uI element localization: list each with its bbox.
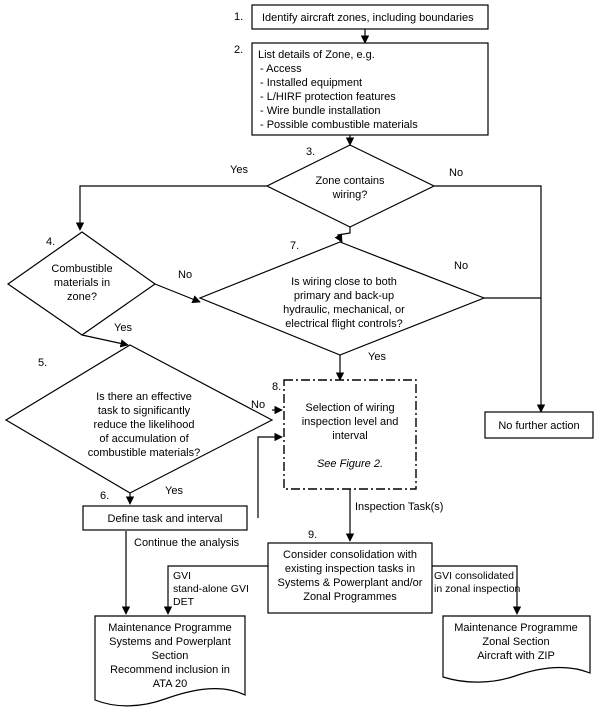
step-2-number: 2. (234, 44, 243, 56)
step-1-number: 1. (234, 11, 243, 23)
label-no-4: No (178, 269, 192, 281)
label-gvi-right: in zonal inspection (434, 583, 521, 595)
step-7-number: 7. (290, 240, 299, 252)
step-9-text: existing inspection tasks in (285, 563, 415, 575)
step-1-text: Identify aircraft zones, including bound… (262, 12, 474, 24)
edge-3-yes (75, 185, 267, 231)
label-yes-7: Yes (368, 351, 386, 363)
step-4-decision (6, 231, 157, 336)
step-9-box (267, 542, 433, 614)
label-continue: Continue the analysis (134, 537, 240, 549)
step-6-number: 6. (100, 490, 109, 502)
step-9-text: Consider consolidation with (283, 549, 417, 561)
step-8-number: 8. (272, 381, 281, 393)
step-3-number: 3. (306, 146, 315, 158)
edge-3-7 (334, 227, 351, 243)
output-left-text: Systems and Powerplant (109, 636, 231, 648)
edge-9-right (432, 565, 522, 615)
step-2-item: - Installed equipment (260, 77, 362, 89)
step-4-text: zone? (67, 291, 97, 303)
step-6-box (82, 505, 248, 531)
output-right-text: Aircraft with ZIP (477, 650, 555, 662)
label-no-7: No (454, 260, 468, 272)
step-8-box (283, 379, 417, 490)
label-gvi-left: stand-alone GVI (173, 583, 249, 595)
step-3-text: wiring? (332, 189, 368, 201)
step-2-item: - Wire bundle installation (260, 105, 380, 117)
output-left-text: ATA 20 (153, 678, 187, 690)
output-left-text: Recommend inclusion in (110, 664, 230, 676)
edge-6-continue (257, 432, 283, 518)
step-4-text: materials in (54, 277, 110, 289)
step-2-item: - L/HIRF protection features (260, 91, 396, 103)
step-2-item: - Access (260, 63, 302, 75)
edge-9-left (163, 565, 268, 615)
no-further-action-box (484, 411, 594, 439)
output-left-text: Maintenance Programme (108, 622, 232, 634)
connectors (75, 29, 546, 615)
step-5-text: Is there an effective (96, 391, 192, 403)
step-7-text: primary and back-up (294, 290, 394, 302)
step-5-text: reduce the likelihood (94, 419, 195, 431)
step-5-decision (4, 344, 274, 494)
step-4-text: Combustible (51, 263, 112, 275)
step-8-figure-ref: See Figure 2. (317, 458, 383, 470)
output-systems-powerplant-document (94, 615, 246, 707)
label-gvi-right: GVI consolidated (434, 570, 514, 582)
edge-4-yes (81, 334, 129, 348)
label-yes-3: Yes (230, 164, 248, 176)
label-yes-4: Yes (114, 322, 132, 334)
step-8-text: inspection level and (302, 416, 399, 428)
step-2-box (251, 42, 489, 136)
step-9-text: Zonal Programmes (303, 591, 397, 603)
step-7-decision (198, 241, 486, 356)
step-3-text: Zone contains (315, 175, 385, 187)
step-5-text: of accumulation of (99, 433, 189, 445)
step-7-text: hydraulic, mechanical, or (283, 304, 405, 316)
label-inspection-tasks: Inspection Task(s) (355, 501, 443, 513)
edge-4-no (154, 283, 201, 304)
step-8-text: interval (332, 430, 367, 442)
output-zonal-section-document (442, 615, 591, 683)
no-further-action-text: No further action (498, 420, 579, 432)
label-no-5: No (251, 399, 265, 411)
step-4-number: 4. (46, 236, 55, 248)
label-gvi-left: GVI (173, 570, 191, 582)
step-9-text: Systems & Powerplant and/or (278, 577, 423, 589)
label-gvi-left: DET (173, 596, 195, 608)
output-right-text: Zonal Section (482, 636, 549, 648)
label-no-3: No (449, 167, 463, 179)
output-right-text: Maintenance Programme (454, 622, 578, 634)
step-5-text: combustible materials? (88, 447, 201, 459)
step-8-text: Selection of wiring (305, 402, 394, 414)
step-7-text: Is wiring close to both (291, 276, 397, 288)
step-7-text: electrical flight controls? (285, 318, 402, 330)
step-9-number: 9. (308, 529, 317, 541)
output-left-text: Section (152, 650, 189, 662)
step-2-title: List details of Zone, e.g. (258, 49, 375, 61)
step-5-text: task to significantly (98, 405, 191, 417)
step-5-number: 5. (38, 357, 47, 369)
edge-3-no (434, 185, 546, 413)
step-3-decision (265, 144, 436, 228)
step-1-box (251, 4, 489, 30)
step-2-item: - Possible combustible materials (260, 119, 418, 131)
step-6-text: Define task and interval (108, 513, 223, 525)
label-yes-5: Yes (165, 485, 183, 497)
